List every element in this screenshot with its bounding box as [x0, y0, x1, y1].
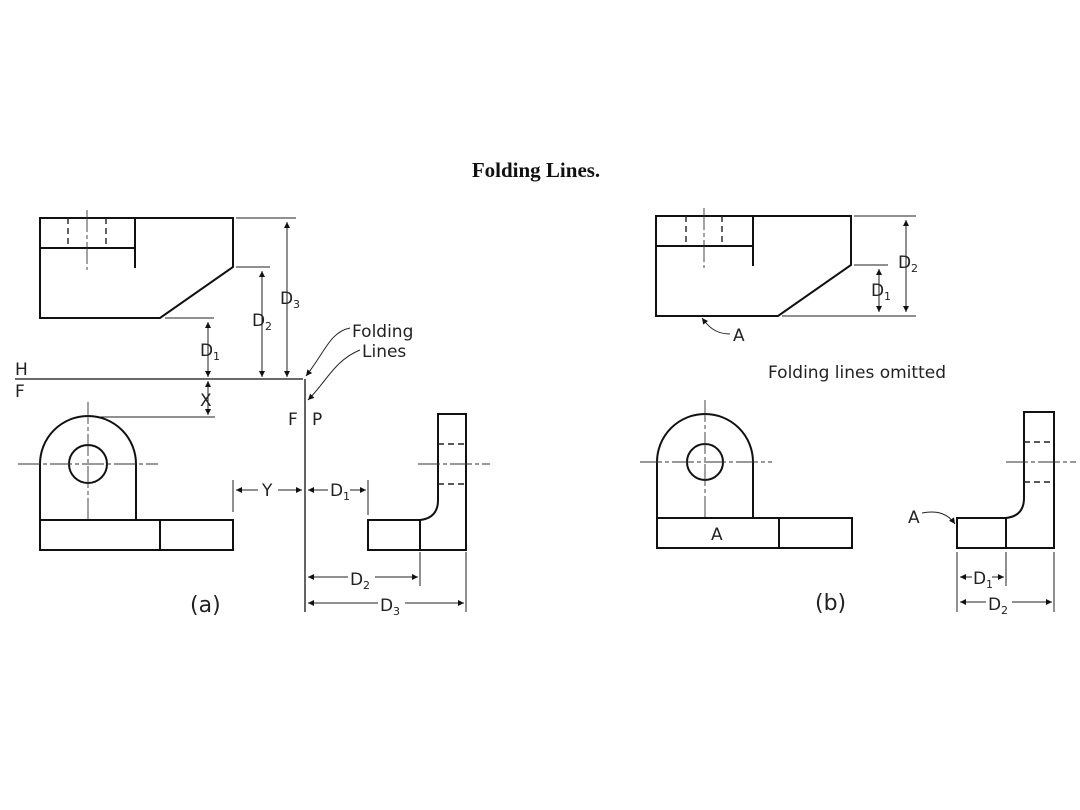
- dim-d1-side-sub: 1: [343, 490, 350, 503]
- surface-a-label-top: A: [733, 326, 745, 346]
- dim-y-label: Y: [261, 481, 273, 501]
- dim-d2-side-sub: 2: [363, 579, 370, 592]
- dim-d2-top-b-sub: 2: [911, 262, 918, 275]
- dim-d1-side-b-label: D: [973, 569, 986, 589]
- dim-d1-side-label: D: [330, 481, 343, 501]
- dim-d2-top-b-label: D: [898, 253, 911, 273]
- side-view-a: [367, 413, 490, 551]
- caption-b: (b): [815, 591, 846, 616]
- dim-d3-side-sub: 3: [393, 605, 400, 618]
- fold-label-f2: F: [288, 410, 298, 430]
- dim-d2-side-label: D: [350, 570, 363, 590]
- folding-lines-label-1: Folding: [352, 322, 413, 342]
- folding-lines-leader-1: [305, 327, 351, 377]
- dim-d3-top-label: D: [280, 289, 293, 309]
- fold-label-f: F: [15, 382, 25, 402]
- front-view-b: [640, 400, 853, 549]
- dim-d1-top-b-sub: 1: [884, 290, 891, 303]
- panel-b: A D 2 D 1 Folding lines omitted A: [640, 208, 1076, 617]
- figure-title: Folding Lines.: [471, 158, 601, 182]
- dim-d2-side-b-sub: 2: [1001, 604, 1008, 617]
- side-view-b: [956, 411, 1076, 549]
- dim-d1-side-b-sub: 1: [986, 578, 993, 591]
- fold-label-h: H: [15, 360, 28, 380]
- dim-d1-top-b-label: D: [871, 281, 884, 301]
- top-view-a: [39, 210, 234, 319]
- folding-lines-leader-2: [307, 349, 361, 401]
- folding-lines-omitted-note: Folding lines omitted: [768, 363, 946, 383]
- surface-a-label-side: A: [908, 508, 920, 528]
- dim-d3-top-sub: 3: [293, 298, 300, 311]
- surface-a-label-front: A: [711, 525, 723, 545]
- dim-d3-side-label: D: [380, 596, 393, 616]
- dim-x-label: X: [200, 391, 212, 411]
- front-view-a: [18, 402, 234, 551]
- dim-d2-side-b-label: D: [988, 595, 1001, 615]
- dim-d1-top-sub: 1: [213, 350, 220, 363]
- dim-d1-top-label: D: [200, 341, 213, 361]
- caption-a: (a): [190, 593, 221, 618]
- panel-a: H F F P Folding Lines D 3 D 2 D 1 X: [15, 210, 490, 618]
- dim-d2-top-label: D: [252, 311, 265, 331]
- folding-lines-label-2: Lines: [362, 342, 406, 362]
- top-view-b: [655, 208, 852, 317]
- dim-d2-top-sub: 2: [265, 320, 272, 333]
- fold-label-p: P: [312, 410, 322, 430]
